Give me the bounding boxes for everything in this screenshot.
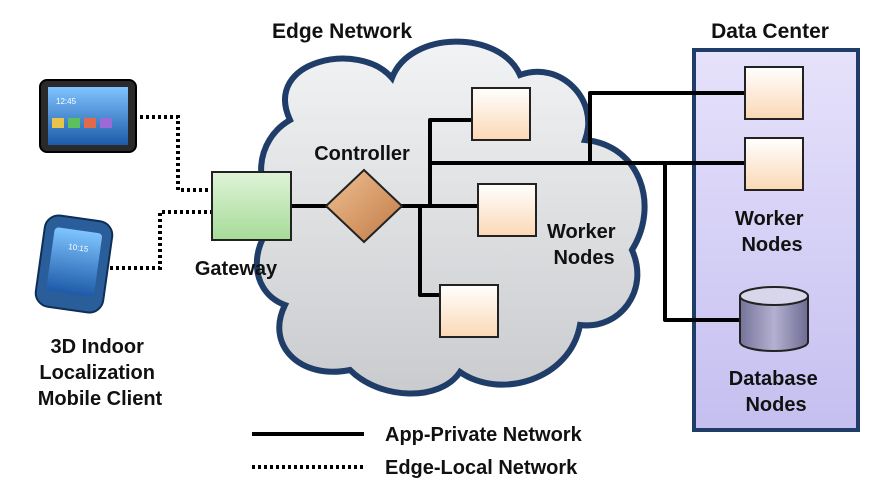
edge-worker-label: Worker Nodes: [547, 221, 621, 269]
database-label: Database Nodes: [729, 368, 824, 416]
data-center-title: Data Center: [711, 20, 829, 43]
phone-icon: 10:15: [34, 214, 114, 314]
app-private-links: [291, 91, 745, 322]
legend: App-Private Network Edge-Local Network: [252, 424, 583, 479]
dc-worker-nodes: [744, 66, 804, 191]
gateway-label: Gateway: [195, 258, 278, 280]
edge-network-title: Edge Network: [272, 20, 412, 43]
database-icon: [739, 286, 809, 352]
edge-worker-nodes: [439, 87, 537, 338]
phone-time: 10:15: [68, 242, 90, 254]
dc-worker-label: Worker Nodes: [735, 208, 809, 256]
controller-label: Controller: [314, 143, 410, 165]
tablet-time: 12:45: [56, 97, 77, 106]
gateway-node: [211, 171, 292, 241]
controller-node: [324, 168, 404, 244]
edge-worker-node: [439, 284, 499, 338]
legend-app-private-label: App-Private Network: [385, 424, 583, 446]
dc-worker-node: [744, 137, 804, 191]
edge-network-cloud: [253, 38, 648, 397]
mobile-client-label: 3D Indoor Localization Mobile Client: [38, 336, 163, 410]
edge-worker-node: [471, 87, 531, 141]
dc-worker-node: [744, 66, 804, 120]
legend-edge-local-label: Edge-Local Network: [385, 457, 578, 479]
edge-local-links: [110, 115, 212, 270]
tablet-icon: 12:45: [39, 79, 137, 153]
edge-worker-node: [477, 183, 537, 237]
